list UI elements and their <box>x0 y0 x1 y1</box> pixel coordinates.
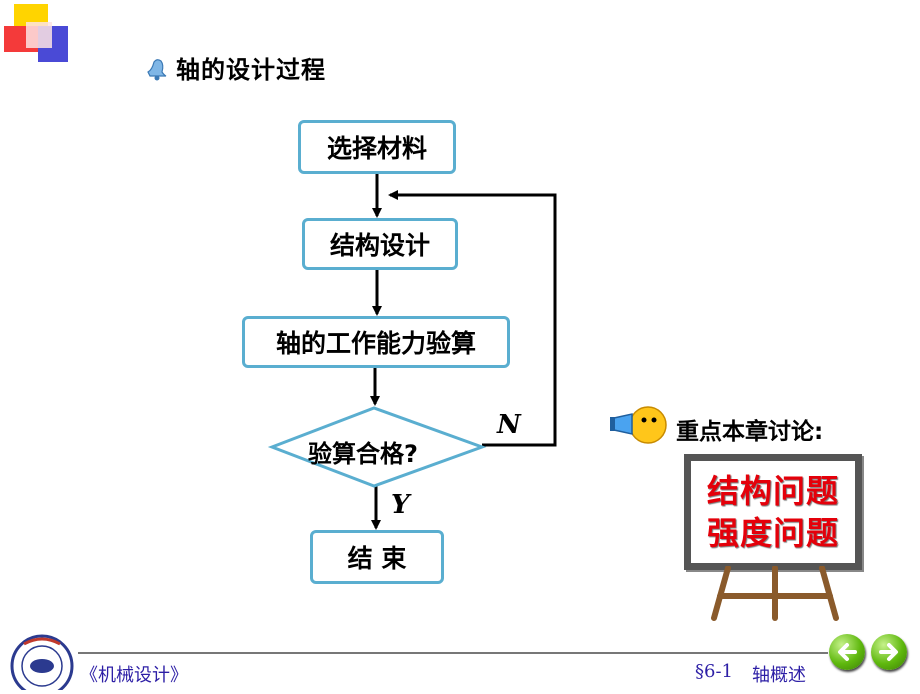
flow-step-structure-label: 结构设计 <box>329 231 430 260</box>
section-title: 轴概述 <box>752 665 806 686</box>
course-name: 《机械设计》 <box>80 665 188 686</box>
flow-decision-label: 验算合格? <box>308 440 418 468</box>
flow-step-check: 轴的工作能力验算 <box>242 316 510 368</box>
next-button[interactable] <box>871 634 907 670</box>
university-logo <box>6 632 78 694</box>
flow-step-material-label: 选择材料 <box>326 134 427 163</box>
footer-divider <box>78 652 828 654</box>
flow-step-end: 结 束 <box>310 530 444 584</box>
prev-button[interactable] <box>829 634 865 670</box>
bell-icon <box>144 56 170 82</box>
megaphone-smiley-icon <box>610 402 668 448</box>
page-title: 轴的设计过程 <box>176 56 326 84</box>
easel-legs <box>711 566 839 621</box>
flow-step-check-label: 轴的工作能力验算 <box>275 329 476 358</box>
section-number: §6-1 <box>695 661 733 682</box>
blackboard: 结构问题 强度问题 <box>684 454 862 570</box>
arrow-right-icon <box>879 643 898 661</box>
label-yes: Y <box>391 490 410 520</box>
decision-diamond <box>267 406 487 488</box>
arrow-left-icon <box>838 643 857 661</box>
flow-step-material: 选择材料 <box>298 120 456 174</box>
flow-step-structure: 结构设计 <box>302 218 458 270</box>
corner-decoration <box>0 0 80 70</box>
board-line-structure: 结构问题 <box>706 472 839 510</box>
label-no: N <box>497 410 521 440</box>
note-heading: 重点本章讨论: <box>676 419 824 445</box>
board-line-strength: 强度问题 <box>706 514 839 552</box>
flow-step-end-label: 结 束 <box>347 544 407 573</box>
